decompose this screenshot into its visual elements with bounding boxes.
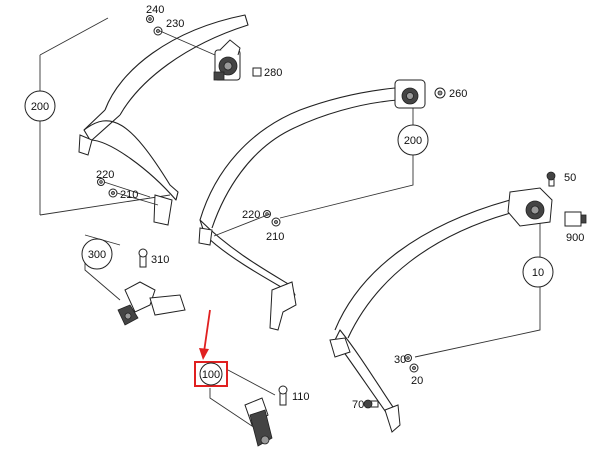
center-group-bracket [279,100,414,219]
washer-220a-icon [97,178,105,186]
highlight-arrow-line [203,309,211,353]
circle-10 [522,256,554,288]
center-lower-anchor [269,281,297,331]
buckle-300-assembly [84,234,186,326]
washer-230-icon [153,26,163,36]
screw-50-icon [546,171,556,187]
right-lower-anchor [384,404,401,433]
label-210-center: 210 [266,231,284,243]
label-50: 50 [564,172,576,184]
label-220-left: 220 [96,169,114,181]
label-70: 70 [352,399,364,411]
buckle-tongue-receiver [149,294,186,316]
label-300: 300 [88,249,106,261]
label-200-center: 200 [404,135,422,147]
label-240: 240 [146,4,164,16]
left-belt-lower [83,120,179,201]
right-retractor [507,187,553,227]
center-belt-lower [199,219,296,296]
right-belt-assembly [329,171,587,433]
left-lower-anchor [153,194,173,226]
label-210-left: 210 [120,189,138,201]
buckle-100-bracket [209,369,276,429]
label-310: 310 [151,254,169,266]
left-retractor [213,39,241,81]
label-110: 110 [292,391,310,403]
bolt-310-icon [138,248,148,268]
center-belt-assembly [198,79,446,331]
left-belt-join [83,109,121,141]
label-10: 10 [532,267,544,279]
circle-300 [81,238,113,270]
buckle-100-assembly [209,369,288,447]
washer-210a-icon [108,188,118,198]
label-100: 100 [202,369,220,381]
label-230: 230 [166,18,184,30]
label-260: 260 [449,88,467,100]
washer-20-icon [409,363,419,373]
right-upper-anchor [329,337,351,358]
center-retractor [394,79,426,109]
left-group-bracket [39,17,171,216]
callout-labels: 240 230 280 200 220 210 300 310 260 200 … [24,4,584,411]
washer-30-icon [404,354,412,362]
right-group-bracket [414,215,541,358]
center-upper-anchor [198,227,213,246]
bolt-70-icon [363,399,379,409]
center-belt-upper [199,87,399,229]
nut-260-icon [434,87,446,99]
bolt-110-icon [278,385,288,406]
connector-900-icon [564,211,587,227]
circle-100 [199,362,223,386]
label-280: 280 [264,67,282,79]
bolt-280-icon [252,67,262,77]
washer-210b-icon [271,217,281,227]
label-30: 30 [394,354,406,366]
circle-200-left [24,90,56,122]
label-900: 900 [566,232,584,244]
circle-200-center [397,124,429,156]
highlight-arrow-head [199,348,209,360]
label-220-center: 220 [242,209,260,221]
left-upper-anchor [78,134,93,156]
left-belt-upper [104,14,249,116]
right-belt-upper [334,199,515,339]
left-belt-assembly [39,14,262,226]
label-20: 20 [411,375,423,387]
washer-240-icon [146,15,154,23]
label-200-left: 200 [31,101,49,113]
